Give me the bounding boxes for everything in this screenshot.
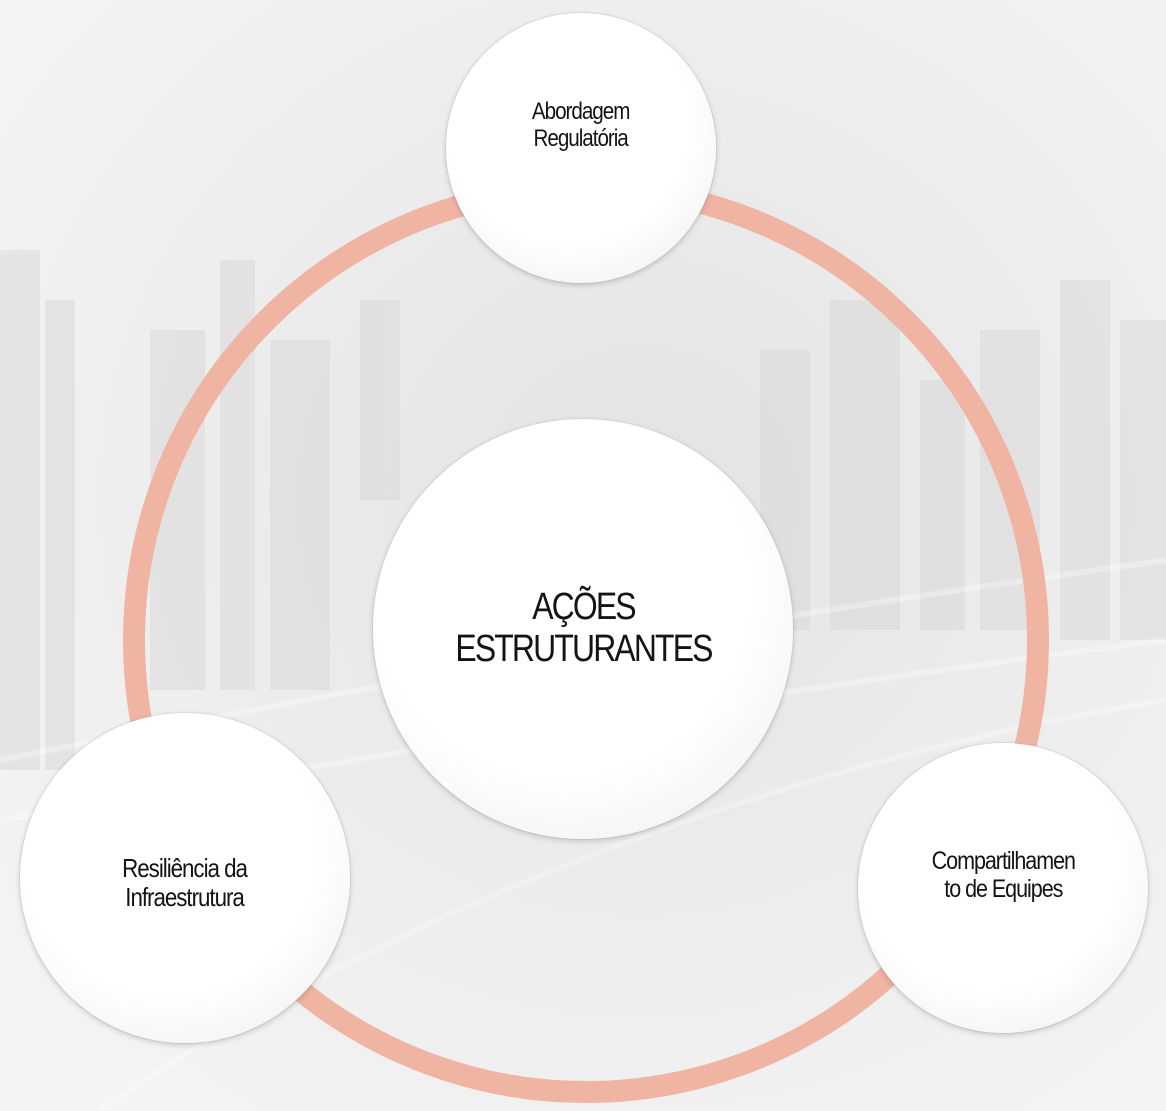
node-abordagem-regulatoria: Abordagem Regulatória <box>446 13 716 283</box>
node-label: Resiliência da Infraestrutura <box>122 852 249 912</box>
node-label-line-2: to de Equipes <box>943 875 1063 903</box>
node-label: Abordagem Regulatória <box>532 98 630 153</box>
node-label: Compartilhamen to de Equipes <box>931 847 1075 903</box>
node-label-line-2: Regulatória <box>533 125 629 152</box>
center-label-line-1: AÇÕES <box>531 586 636 629</box>
node-resiliencia-infraestrutura: Resiliência da Infraestrutura <box>20 713 350 1043</box>
center-node: AÇÕES ESTRUTURANTES <box>373 419 793 839</box>
node-label-line-1: Abordagem <box>532 98 630 126</box>
node-label-line-1: Compartilhamen <box>931 847 1075 875</box>
center-node-label: AÇÕES ESTRUTURANTES <box>454 586 713 671</box>
center-label-line-2: ESTRUTURANTES <box>454 628 713 670</box>
node-compartilhamento-equipes: Compartilhamen to de Equipes <box>858 743 1148 1033</box>
node-label-line-2: Infraestrutura <box>125 882 246 912</box>
node-label-line-1: Resiliência da <box>122 852 249 883</box>
